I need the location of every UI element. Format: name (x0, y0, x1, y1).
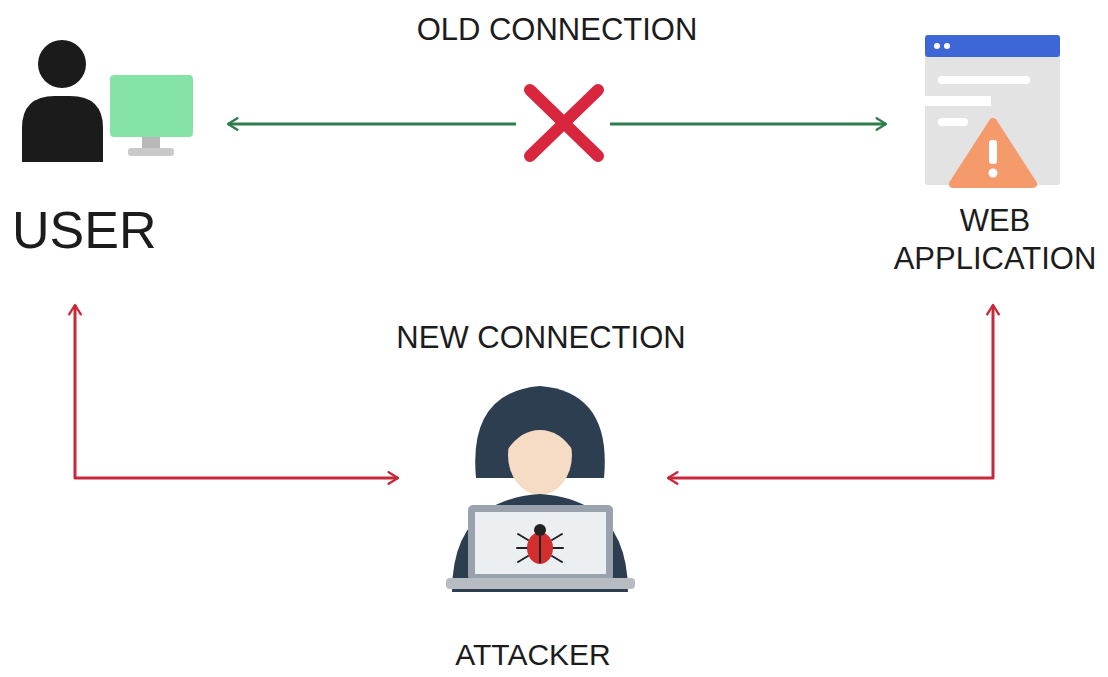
window-dot (934, 43, 940, 49)
bug-leg (552, 547, 563, 549)
laptop-lid (468, 505, 613, 581)
attacker-icon (446, 386, 635, 592)
bug-leg (552, 534, 562, 540)
hood-rim (506, 408, 574, 452)
node-label: ATTACKER (398, 638, 668, 672)
bug-body (527, 532, 553, 564)
connection-label: OLD CONNECTION (417, 12, 698, 48)
bug-leg (518, 534, 528, 540)
bug-wing-line (539, 536, 541, 563)
page-line (938, 118, 968, 126)
user-head (38, 40, 86, 88)
cross-stroke (530, 90, 598, 156)
new-connection-arrow (75, 305, 398, 478)
warning-triangle (953, 122, 1033, 184)
shoulders (452, 494, 628, 592)
user-icon (22, 40, 193, 162)
web-app-icon (925, 35, 1060, 185)
warning-dot (989, 169, 998, 178)
page-titlebar (925, 35, 1060, 57)
bug-leg (518, 556, 528, 562)
monitor-base (128, 148, 174, 156)
warning-bar (989, 140, 997, 164)
monitor-screen (110, 75, 193, 137)
attacker-node: ATTACKER (398, 380, 668, 672)
monitor-stand (142, 137, 160, 149)
bug-head (534, 524, 546, 536)
cross-stroke (530, 90, 598, 156)
laptop-base (446, 578, 635, 589)
bug-leg (552, 556, 562, 562)
bug-leg (517, 547, 528, 549)
laptop-screen (475, 512, 606, 574)
node-label: USER (12, 200, 228, 260)
bug-legs (517, 534, 563, 562)
window-dot (944, 43, 950, 49)
new-connection-arrow (668, 305, 993, 478)
page-line (925, 96, 991, 106)
page-body (925, 35, 1060, 185)
page-line (938, 76, 1030, 84)
connection-label: NEW CONNECTION (396, 320, 685, 356)
web-app-node: WEB APPLICATION (886, 35, 1104, 305)
node-label: WEB APPLICATION (886, 202, 1104, 278)
user-node: USER (10, 35, 228, 305)
user-body (22, 96, 103, 162)
